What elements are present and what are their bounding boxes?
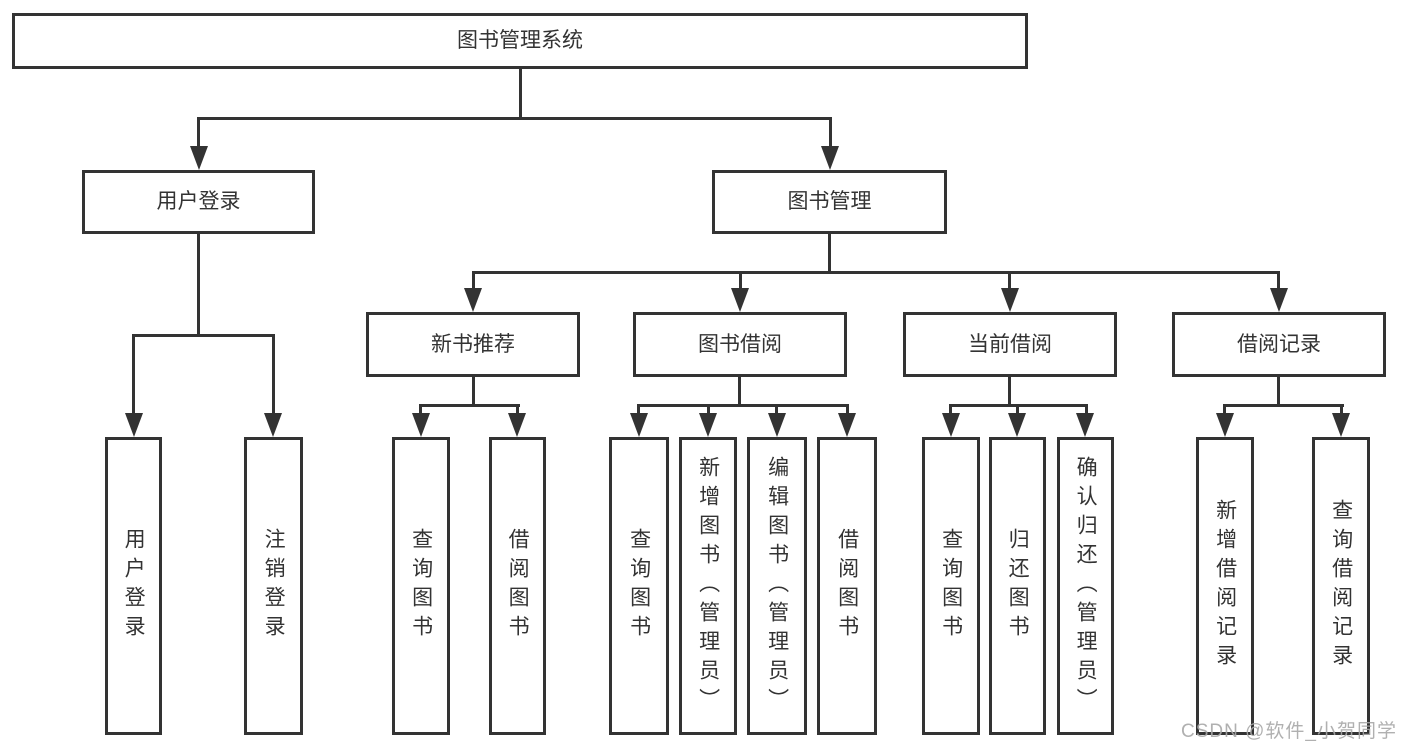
connector-line — [846, 404, 849, 416]
leaf-query-books-3: 查询图书 — [922, 437, 980, 735]
watermark: CSDN @软件_小贺同学 — [1181, 721, 1397, 742]
arrow-down-icon — [630, 413, 648, 437]
node-book-management-label: 图书管理 — [787, 190, 872, 214]
node-book-borrow: 图书借阅 — [633, 312, 847, 377]
connector-line — [828, 234, 831, 274]
arrow-down-icon — [1001, 288, 1019, 312]
leaf-return-book: 归还图书 — [989, 437, 1046, 735]
connector-line — [519, 69, 522, 120]
connector-line — [707, 404, 710, 416]
node-new-book-recommend: 新书推荐 — [366, 312, 580, 377]
connector-line — [1008, 271, 1011, 291]
node-book-borrow-label: 图书借阅 — [698, 332, 782, 356]
arrow-down-icon — [838, 413, 856, 437]
leaf-logout: 注销登录 — [244, 437, 303, 735]
leaf-edit-book-admin: 编辑图书（管理员） — [747, 437, 807, 735]
node-book-management: 图书管理 — [712, 170, 947, 234]
connector-line — [738, 377, 741, 406]
connector-line — [739, 271, 742, 291]
arrow-down-icon — [942, 413, 960, 437]
arrow-down-icon — [731, 288, 749, 312]
connector-line — [132, 334, 275, 337]
node-user-login: 用户登录 — [82, 170, 315, 234]
connector-line — [516, 404, 519, 416]
leaf-query-books-1: 查询图书 — [392, 437, 450, 735]
arrow-down-icon — [190, 146, 208, 170]
arrow-down-icon — [1216, 413, 1234, 437]
connector-line — [1008, 377, 1011, 406]
arrow-down-icon — [1270, 288, 1288, 312]
connector-line — [197, 117, 200, 150]
connector-line — [1277, 377, 1280, 406]
node-borrow-records: 借阅记录 — [1172, 312, 1386, 377]
connector-line — [1277, 271, 1280, 291]
arrow-down-icon — [821, 146, 839, 170]
connector-line — [637, 404, 640, 416]
leaf-user-login: 用户登录 — [105, 437, 162, 735]
connector-line — [472, 377, 475, 406]
arrow-down-icon — [264, 413, 282, 437]
arrow-down-icon — [768, 413, 786, 437]
arrow-down-icon — [699, 413, 717, 437]
arrow-down-icon — [412, 413, 430, 437]
connector-line — [1340, 404, 1343, 416]
connector-line — [197, 117, 832, 120]
connector-line — [775, 404, 778, 416]
node-root: 图书管理系统 — [12, 13, 1028, 69]
connector-line — [132, 334, 135, 416]
node-new-book-recommend-label: 新书推荐 — [431, 332, 515, 356]
node-root-label: 图书管理系统 — [457, 29, 583, 53]
connector-line — [472, 271, 475, 291]
connector-line — [197, 234, 200, 337]
node-borrow-records-label: 借阅记录 — [1237, 332, 1321, 356]
leaf-add-book-admin: 新增图书（管理员） — [679, 437, 737, 735]
arrow-down-icon — [464, 288, 482, 312]
node-current-borrow-label: 当前借阅 — [968, 332, 1052, 356]
leaf-add-borrow-record: 新增借阅记录 — [1196, 437, 1254, 735]
connector-line — [829, 117, 832, 150]
connector-line — [1223, 404, 1344, 407]
connector-line — [1223, 404, 1226, 416]
node-current-borrow: 当前借阅 — [903, 312, 1117, 377]
arrow-down-icon — [508, 413, 526, 437]
connector-line — [949, 404, 952, 416]
leaf-confirm-return-admin: 确认归还（管理员） — [1057, 437, 1114, 735]
arrow-down-icon — [1076, 413, 1094, 437]
leaf-borrow-books-2: 借阅图书 — [817, 437, 877, 735]
arrow-down-icon — [1008, 413, 1026, 437]
arrow-down-icon — [125, 413, 143, 437]
leaf-query-borrow-record: 查询借阅记录 — [1312, 437, 1370, 735]
connector-line — [637, 404, 849, 407]
connector-line — [419, 404, 520, 407]
arrow-down-icon — [1332, 413, 1350, 437]
node-user-login-label: 用户登录 — [156, 190, 241, 214]
leaf-borrow-books-1: 借阅图书 — [489, 437, 546, 735]
connector-line — [272, 334, 275, 416]
connector-line — [419, 404, 422, 416]
connector-line — [1016, 404, 1019, 416]
connector-line — [1085, 404, 1088, 416]
connector-line — [472, 271, 1280, 274]
leaf-query-books-2: 查询图书 — [609, 437, 669, 735]
